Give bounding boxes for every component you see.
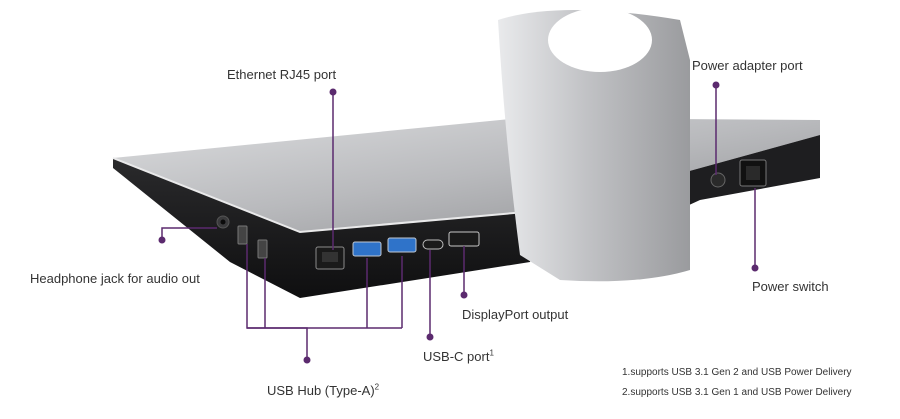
- usb-a-port-icon: [237, 225, 248, 245]
- usb-c-port-icon: [422, 239, 444, 250]
- stand-neck: [498, 10, 690, 282]
- headphone-jack-icon: [216, 215, 230, 229]
- power-switch-label: Power switch: [752, 279, 829, 294]
- displayport-port-icon: [448, 231, 480, 247]
- usb-a-port-icon: [257, 239, 268, 259]
- ethernet-label: Ethernet RJ45 port: [227, 67, 337, 82]
- usbc-label: USB-C port1: [423, 349, 494, 364]
- headphone-label: Headphone jack for audio out: [30, 271, 200, 286]
- usb-hub-label-text: USB Hub (Type-A): [267, 383, 375, 398]
- displayport-label: DisplayPort output: [462, 307, 569, 322]
- usb-hub-footnote-marker: 2: [374, 382, 380, 392]
- callout-dots: [158, 81, 759, 364]
- usb-a-blue-port-icon: [387, 237, 417, 253]
- power-adapter-port-icon: [710, 172, 726, 188]
- footnote-1: 1.supports USB 3.1 Gen 2 and USB Power D…: [622, 367, 852, 378]
- usbc-footnote-marker: 1: [489, 348, 494, 358]
- usb-a-blue-port-icon: [352, 241, 382, 257]
- stand-cutout: [548, 8, 652, 72]
- base-front-panel: [113, 158, 548, 298]
- power-adapter-label: Power adapter port: [692, 58, 803, 73]
- footnote-2: 2.supports USB 3.1 Gen 1 and USB Power D…: [622, 387, 852, 398]
- callout-lines: [161, 85, 756, 360]
- usb-hub-label: USB Hub (Type-A)2: [267, 383, 379, 398]
- usbc-label-text: USB-C port: [423, 349, 490, 364]
